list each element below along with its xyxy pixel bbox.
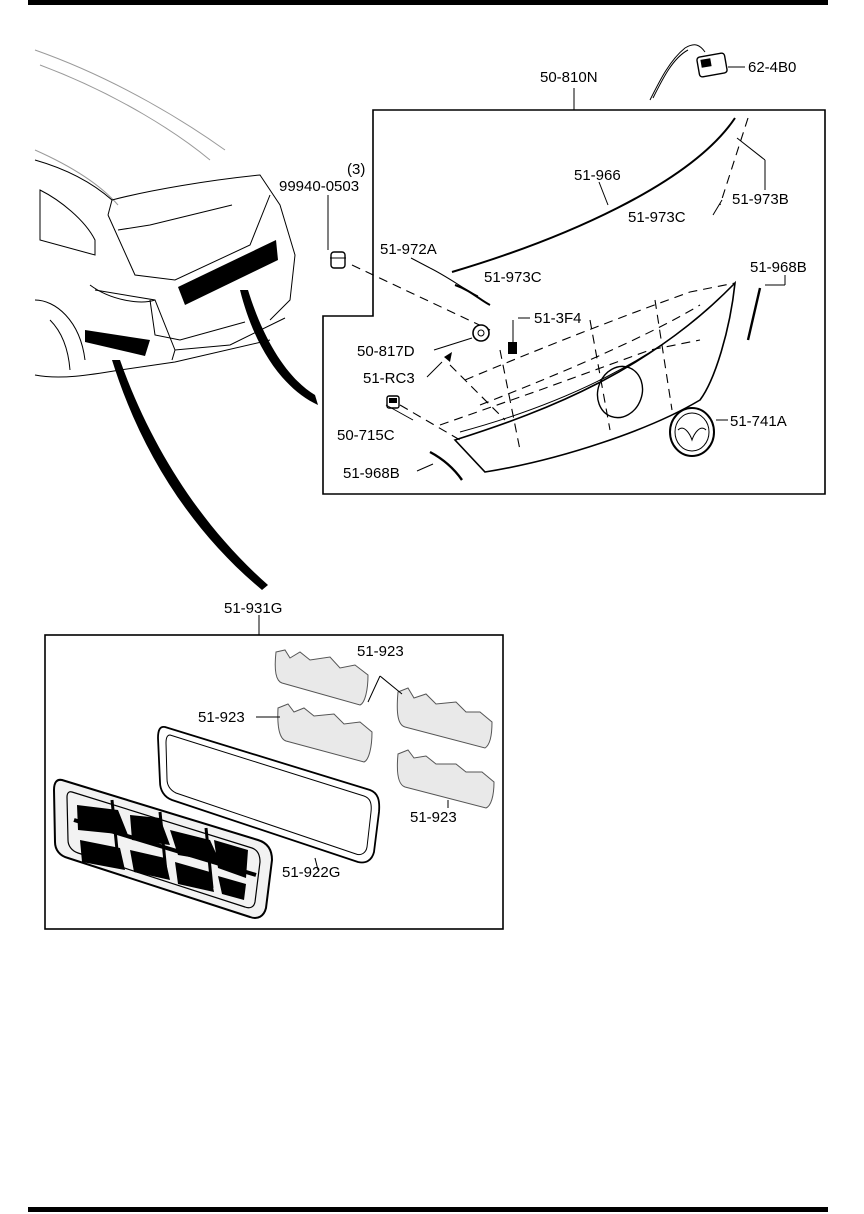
label-51-973b: 51-973B <box>732 191 789 208</box>
pad-51-923-c <box>277 703 373 763</box>
label-51-rc3: 51-RC3 <box>363 370 415 387</box>
nut-99940-0503 <box>330 251 346 269</box>
label-51-923-top: 51-923 <box>357 643 404 660</box>
label-50-817d: 50-817D <box>357 343 415 360</box>
label-51-966: 51-966 <box>574 167 621 184</box>
nut-50-715c <box>386 395 400 409</box>
seal-kit-box <box>44 615 504 930</box>
bottom-border-bar <box>28 1207 828 1212</box>
label-51-923-bottom: 51-923 <box>410 809 457 826</box>
strip-51-968b-right <box>746 287 762 341</box>
label-51-931g: 51-931G <box>224 600 282 617</box>
garnish-assembly-box <box>322 88 826 495</box>
strip-51-968b-bottom <box>429 450 463 481</box>
harness-62-4b0 <box>649 44 745 101</box>
license-plate-highlight <box>85 330 150 356</box>
label-99940-0503: 99940-0503 <box>279 178 359 195</box>
pad-51-923-b <box>396 687 493 749</box>
callout-sweep-plate <box>112 360 268 590</box>
label-51-922g: 51-922G <box>282 864 340 881</box>
label-51-973c-top: 51-973C <box>628 209 686 226</box>
label-51-741a: 51-741A <box>730 413 787 430</box>
emblem-51-741a <box>669 407 728 457</box>
rear-garnish-highlight <box>178 240 278 305</box>
pad-51-923-d <box>396 749 495 809</box>
garnish-panel <box>439 280 737 473</box>
molding-51-973b <box>719 117 749 206</box>
label-51-968b-bottom: 51-968B <box>343 465 400 482</box>
label-50-715c: 50-715C <box>337 427 395 444</box>
gasket-51-922g <box>157 725 381 871</box>
molding-51-966 <box>451 117 736 273</box>
top-border-bar <box>28 0 828 5</box>
frame-grille <box>52 778 274 919</box>
callout-sweep-garnish <box>240 290 318 405</box>
vehicle-rear-view <box>34 49 318 590</box>
label-51-972a: 51-972A <box>380 241 437 258</box>
label-51-973c-mid: 51-973C <box>484 269 542 286</box>
label-99940-qty: (3) <box>347 161 365 178</box>
molding-51-973c <box>454 284 491 306</box>
label-62-4b0: 62-4B0 <box>748 59 796 76</box>
label-50-810n: 50-810N <box>540 69 598 86</box>
label-51-923-left: 51-923 <box>198 709 245 726</box>
clip-51-3f4 <box>508 320 517 354</box>
clip-51-rc3 <box>444 352 452 362</box>
emblem-recess <box>596 365 644 419</box>
label-51-3f4: 51-3F4 <box>534 310 582 327</box>
label-51-968b-right: 51-968B <box>750 259 807 276</box>
pad-51-923-a <box>274 649 369 706</box>
